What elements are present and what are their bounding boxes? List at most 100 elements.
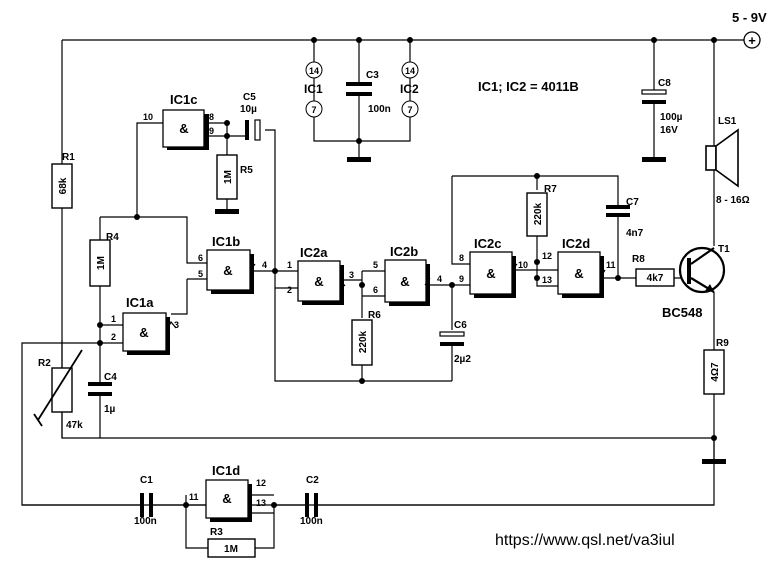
t1-type: BC548 (662, 305, 702, 320)
ic1d-symbol: & (222, 491, 231, 506)
ic2b-pin-b: 6 (373, 285, 378, 295)
resistor-r4: 1M R4 (89, 232, 119, 287)
r4-name: R4 (106, 232, 119, 243)
ls1-value: 8 - 16Ω (716, 195, 750, 206)
speaker-ls1: LS1 8 - 16Ω (705, 116, 750, 206)
capacitor-c4: C4 1µ (88, 372, 117, 415)
ic1a-pin-a: 1 (111, 314, 116, 324)
ic1b-symbol: & (223, 263, 232, 278)
resistor-r1: 68k R1 (51, 152, 75, 209)
ic2d-pin-b: 13 (542, 275, 552, 285)
t1-name: T1 (718, 244, 730, 255)
c5-value: 10µ (240, 104, 257, 115)
ic2a-symbol: & (314, 274, 323, 289)
ic2b-pin-out: 4 (437, 274, 442, 284)
ic1b-pin-b: 5 (198, 269, 203, 279)
r7-value: 220k (533, 202, 544, 225)
gate-ic1d: & IC1d 11 12 13 (189, 463, 266, 522)
r7-name: R7 (544, 184, 557, 195)
r3-value: 1M (224, 544, 238, 555)
ic1b-pin-out: 4 (262, 260, 267, 270)
gate-ic1a: & IC1a 1 2 3 (111, 295, 179, 355)
ic-note: IC1; IC2 = 4011B (478, 79, 579, 94)
c6-value: 2µ2 (454, 354, 471, 365)
ic1b-pin-a: 6 (198, 253, 203, 263)
ic2a-pin-out: 3 (349, 270, 354, 280)
ic2-power: 14 IC2 7 (400, 61, 419, 118)
ic2c-symbol: & (486, 266, 495, 281)
r8-value: 4k7 (647, 273, 664, 284)
r2-name: R2 (38, 358, 51, 369)
ic1a-pin-out: 3 (174, 320, 179, 330)
ic1-label: IC1 (304, 82, 323, 96)
ic2b-name: IC2b (390, 244, 418, 259)
potentiometer-r2: R2 47k (33, 349, 83, 438)
resistor-r6: 220k R6 (351, 310, 381, 366)
ic1c-pin-in: 10 (143, 112, 153, 122)
junctions (97, 37, 717, 508)
ic2d-pin-a: 12 (542, 251, 552, 261)
wires (21, 39, 752, 549)
r3-name: R3 (210, 527, 223, 538)
ic2c-pin-out: 10 (518, 260, 528, 270)
c8-voltage: 16V (660, 125, 678, 136)
r9-value: 4Ω7 (710, 362, 721, 382)
capacitor-c2: C2 100n (300, 475, 323, 527)
c2-name: C2 (306, 475, 319, 486)
ic2-pin-bottom: 7 (407, 105, 412, 115)
ic2b-pin-a: 5 (373, 260, 378, 270)
r6-value: 220k (358, 330, 369, 353)
c3-value: 100n (368, 104, 391, 115)
ic1c-name: IC1c (170, 92, 197, 107)
gate-ic2b: & IC2b 5 6 4 (373, 244, 442, 306)
ic1a-symbol: & (139, 325, 148, 340)
ic2d-symbol: & (574, 266, 583, 281)
c8-name: C8 (658, 78, 671, 89)
gate-ic2a: & IC2a 1 2 3 (287, 245, 354, 305)
ic2d-pin-out: 11 (606, 260, 616, 270)
source-url: https://www.qsl.net/va3iul (495, 532, 675, 549)
c1-value: 100n (134, 516, 157, 527)
r5-value: 1M (223, 170, 234, 184)
gate-ic1c: & IC1c 10 8 9 (143, 92, 214, 150)
resistor-r3: 1M R3 (207, 527, 256, 558)
capacitor-c3: C3 100n (346, 70, 391, 115)
ic1-pin-bottom: 7 (311, 105, 316, 115)
c7-value: 4n7 (626, 228, 644, 239)
r4-value: 1M (96, 256, 107, 270)
ic2a-name: IC2a (300, 245, 328, 260)
resistor-r8: 4k7 R8 (632, 254, 675, 287)
capacitor-c8: C8 100µ 16V (641, 78, 683, 136)
ic2d-name: IC2d (562, 236, 590, 251)
c5-name: C5 (243, 92, 256, 103)
ic2c-name: IC2c (474, 236, 501, 251)
r9-name: R9 (716, 338, 729, 349)
c2-value: 100n (300, 516, 323, 527)
r6-name: R6 (368, 310, 381, 321)
ground-symbols (215, 157, 726, 464)
c8-value: 100µ (660, 112, 683, 123)
ic1b-name: IC1b (212, 234, 240, 249)
ls1-name: LS1 (718, 116, 737, 127)
transistor-t1: T1 BC548 (662, 244, 730, 320)
c3-name: C3 (366, 70, 379, 81)
ic1d-pin-out-b: 13 (256, 498, 266, 508)
supply-plus-symbol: + (748, 33, 756, 48)
ic1c-symbol: & (179, 121, 188, 136)
gate-ic2d: & IC2d 12 13 11 (542, 236, 616, 298)
resistor-r5: 1M R5 (216, 154, 253, 200)
ic1d-name: IC1d (212, 463, 240, 478)
capacitor-c5: C5 10µ (240, 92, 261, 141)
ic1a-pin-b: 2 (111, 332, 116, 342)
ic1c-pin-out-b: 9 (209, 126, 214, 136)
c7-name: C7 (626, 197, 639, 208)
ic1c-pin-out-a: 8 (209, 112, 214, 122)
r8-name: R8 (632, 254, 645, 265)
ic1-pin-top: 14 (309, 66, 319, 76)
gate-ic2c: & IC2c 8 9 10 (459, 236, 528, 298)
ic2b-symbol: & (400, 274, 409, 289)
resistor-r7: 220k R7 (526, 184, 557, 237)
c6-name: C6 (454, 320, 467, 331)
r5-name: R5 (240, 165, 253, 176)
